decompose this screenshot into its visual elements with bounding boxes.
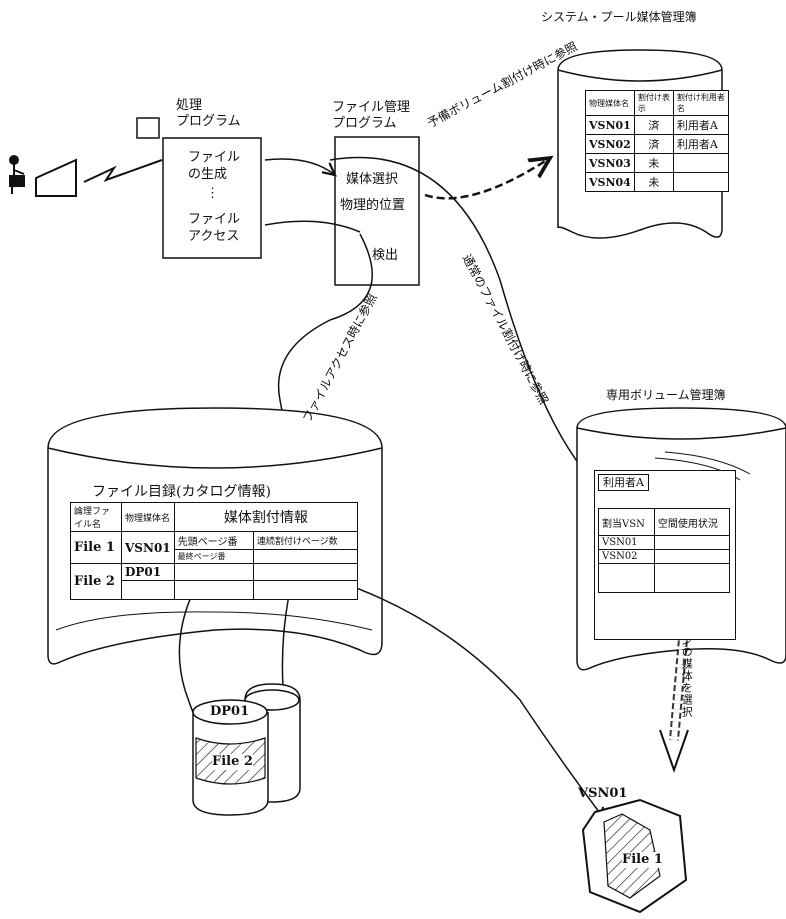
table-row: VSN03 未 [586, 154, 729, 173]
dedicated-user: 利用者A [598, 474, 649, 491]
header-physical: 物理媒体名 [586, 91, 635, 116]
tape-label: VSN01 [578, 786, 627, 802]
spare-volume-arrow [425, 158, 550, 198]
catalog-table: 論理ファイル名 物理媒体名 媒体割付情報 File 1 VSN01 先頭ページ番… [70, 502, 358, 600]
tape-file-label: File 1 [622, 852, 663, 868]
system-pool-title: システム・プール媒体管理簿 [541, 10, 697, 24]
file-mgmt-item-3: 検出 [372, 248, 398, 264]
dedicated-table: 割当VSN 空間使用状況 VSN01 VSN02 [598, 508, 730, 593]
catalog-title: ファイル目録(カタログ情報) [92, 484, 271, 501]
table-row: VSN02 済 利用者A [586, 135, 729, 154]
access-line-1: ファイル [188, 212, 240, 228]
disk-file-label: File 2 [212, 754, 253, 770]
dots: ⋮ [206, 186, 219, 202]
table-row: VSN01 済 利用者A [586, 116, 729, 135]
table-row: VSN01 [599, 536, 730, 550]
table-row: File 1 VSN01 先頭ページ番 連続割付けページ数 [71, 532, 358, 550]
table-row: VSN04 未 [586, 173, 729, 192]
link-line [84, 160, 162, 182]
access-line-2: アクセス [188, 229, 239, 245]
processing-title-1: 処理 [176, 98, 202, 114]
terminal-icon [36, 160, 76, 196]
processing-title-2: プログラム [176, 114, 241, 130]
header-alloc: 割付け表示 [634, 91, 673, 116]
dedicated-title: 専用ボリューム管理簿 [606, 388, 726, 402]
header-user: 割付け利用者名 [673, 91, 728, 116]
file-mgmt-title-2: プログラム [332, 116, 397, 132]
user-icon [10, 156, 24, 194]
file-mgmt-item-2: 物理的位置 [340, 198, 405, 214]
file-mgmt-item-1: 媒体選択 [346, 172, 398, 188]
create-line-2: の生成 [188, 167, 227, 183]
file-mgmt-title-1: ファイル管理 [332, 100, 410, 116]
system-pool-table: 物理媒体名 割付け表示 割付け利用者名 VSN01 済 利用者A VSN02 済… [585, 90, 729, 192]
create-line-1: ファイル [188, 150, 240, 166]
disk-label: DP01 [210, 704, 249, 720]
table-row: VSN02 [599, 550, 730, 564]
table-row: File 2 DP01 [71, 564, 358, 581]
